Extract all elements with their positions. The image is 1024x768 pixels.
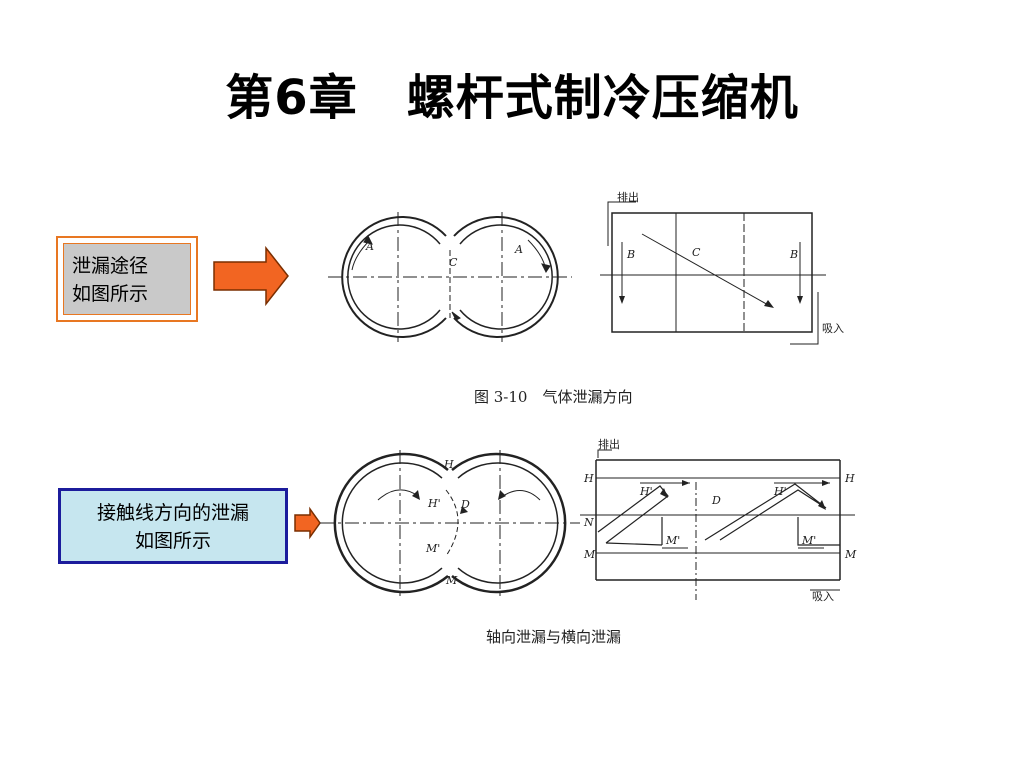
fig2-label-h-prime-1: H' <box>639 485 653 498</box>
fig2-label-m-right: M <box>844 548 857 561</box>
figure1-rotor-section <box>328 212 572 342</box>
figure2-developed-arrows <box>660 480 830 510</box>
fig1-label-c-diagonal: C <box>692 246 701 259</box>
fig1-label-b-left: B <box>626 248 635 261</box>
fig2-label-discharge: 排出 <box>598 437 620 451</box>
fig2-label-suction: 吸入 <box>812 590 834 603</box>
page-title: 第6章 螺杆式制冷压缩机 <box>225 70 799 126</box>
fig1-label-discharge: 排出 <box>617 190 639 204</box>
fig2-label-d-right: D <box>711 494 721 507</box>
fig2-label-h-prime: H' <box>427 497 441 510</box>
fig2-label-n: N <box>583 516 594 529</box>
fig2-label-m-bottom: M <box>445 574 458 587</box>
fig1-label-b-right: B <box>789 248 798 261</box>
fig2-label-h-prime-2: H' <box>773 485 787 498</box>
contact-line-2: 如图所示 <box>134 530 211 552</box>
contact-line-1: 接触线方向的泄漏 <box>96 502 249 524</box>
leak-path-callout: 泄漏途径 如图所示 <box>56 236 198 322</box>
fig2-label-h-top: H <box>443 458 454 471</box>
fig2-label-h-right: H <box>844 472 855 485</box>
figure1-leak-arrows <box>351 235 551 321</box>
leak-path-line-2: 如图所示 <box>72 283 149 305</box>
figure2-developed-view <box>580 449 855 600</box>
figure2-rotor-section <box>320 450 580 598</box>
figure1-developed-arrows <box>619 296 803 308</box>
fig1-label-a-left: A <box>365 240 374 253</box>
fig2-label-m-prime-1: M' <box>665 534 680 547</box>
fig1-label-c: C <box>449 256 458 269</box>
right-arrow-1 <box>213 245 289 307</box>
fig2-label-m-prime: M' <box>425 542 440 555</box>
leak-path-line-1: 泄漏途径 <box>72 255 149 277</box>
right-arrow-2 <box>294 506 321 540</box>
figure2-rotation-arrows <box>412 490 506 514</box>
fig1-label-suction: 吸入 <box>822 322 844 335</box>
figure1-caption: 图 3-10 气体泄漏方向 <box>474 388 633 406</box>
contact-line-callout: 接触线方向的泄漏 如图所示 <box>58 488 288 564</box>
fig2-label-m-prime-2: M' <box>801 534 816 547</box>
fig2-label-m-left: M <box>583 548 596 561</box>
figure1-developed-view <box>600 201 826 345</box>
figure2-caption: 轴向泄漏与横向泄漏 <box>486 628 622 646</box>
fig2-label-h-left: H <box>583 472 594 485</box>
leak-path-callout-text: 泄漏途径 如图所示 <box>63 243 191 315</box>
fig1-label-a-right: A <box>514 243 523 256</box>
fig2-label-d: D <box>460 498 470 511</box>
